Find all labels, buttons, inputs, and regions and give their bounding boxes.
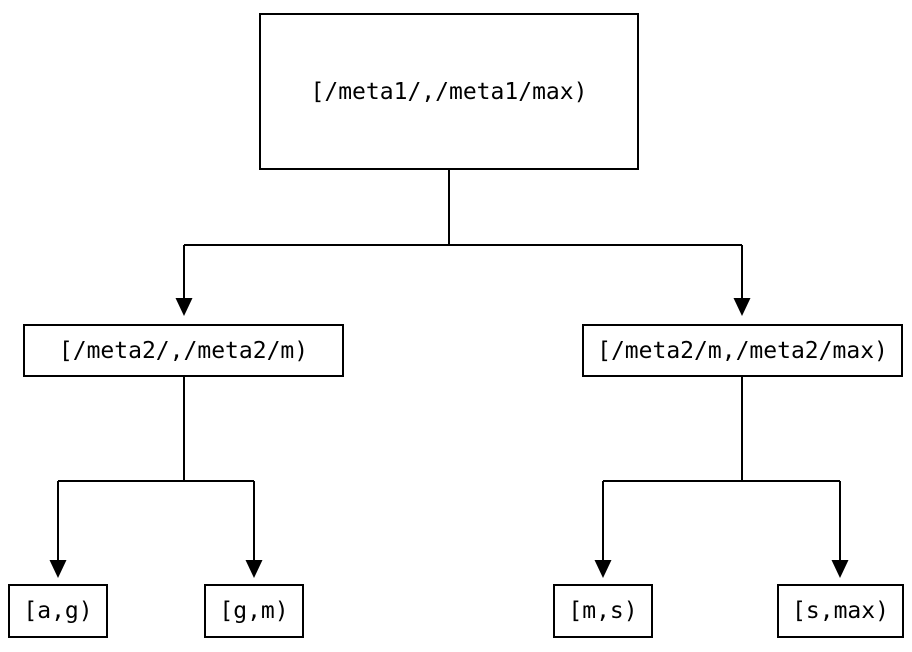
arrowhead-icon: [831, 560, 849, 578]
arrowhead-icon: [733, 298, 751, 316]
edge-rangeleft-children: [57, 377, 255, 560]
node-range-left: [/meta2/,/meta2/m): [23, 324, 344, 377]
node-range-left-label: [/meta2/,/meta2/m): [58, 337, 309, 364]
node-root-label: [/meta1/,/meta1/max): [310, 78, 588, 105]
node-leaf-ms-label: [m,s): [568, 598, 638, 624]
arrowhead-icon: [49, 560, 67, 578]
node-leaf-gm-label: [g,m): [219, 598, 289, 624]
node-leaf-smax-label: [s,max): [792, 598, 889, 624]
node-range-right: [/meta2/m,/meta2/max): [582, 324, 903, 377]
edge-root-children: [183, 170, 743, 300]
edge-rangeright-children: [602, 377, 841, 560]
node-leaf-ms: [m,s): [553, 584, 653, 638]
arrowhead-icon: [594, 560, 612, 578]
node-leaf-gm: [g,m): [204, 584, 304, 638]
node-leaf-ag-label: [a,g): [23, 598, 93, 624]
arrowhead-icon: [175, 298, 193, 316]
node-range-right-label: [/meta2/m,/meta2/max): [597, 337, 888, 364]
arrowhead-icon: [245, 560, 263, 578]
node-leaf-ag: [a,g): [8, 584, 108, 638]
node-root: [/meta1/,/meta1/max): [259, 13, 639, 170]
node-leaf-smax: [s,max): [777, 584, 904, 638]
